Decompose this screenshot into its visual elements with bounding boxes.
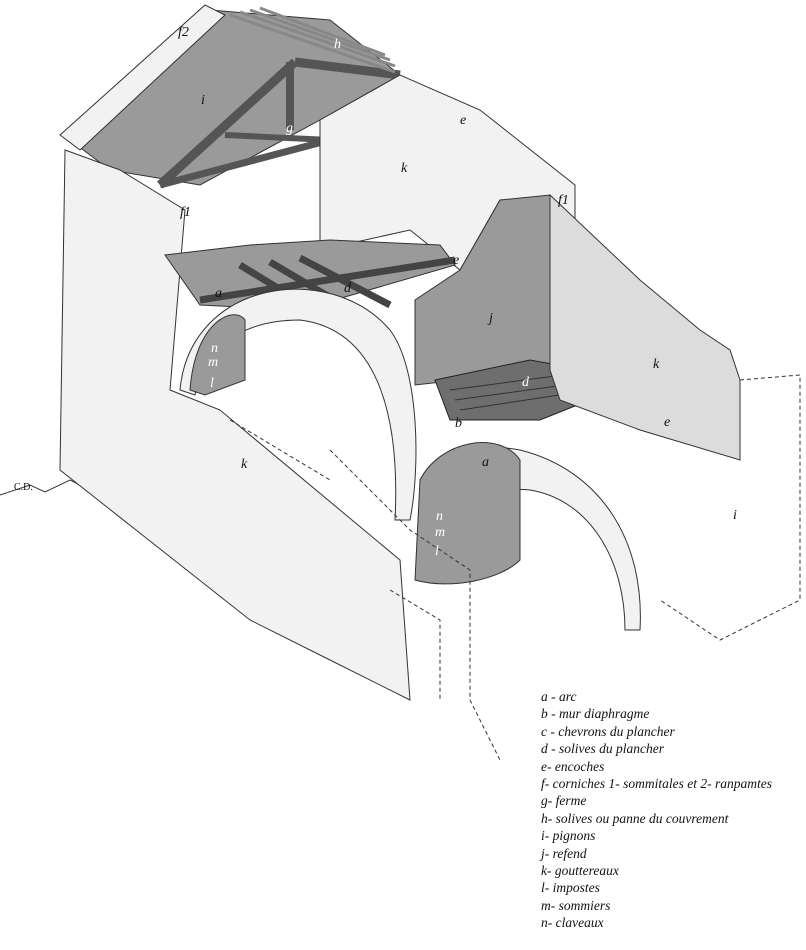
upper-arch: [179, 288, 417, 521]
label-e-mid: e: [453, 253, 459, 268]
author-credit: C.D.: [14, 482, 33, 493]
legend-item: c - chevrons du plancher: [541, 723, 675, 739]
label-k-top: k: [401, 161, 408, 176]
label-f1-left: f1: [180, 205, 191, 220]
label-l-lower: l: [435, 544, 439, 559]
gable-cornice: [59, 4, 226, 151]
label-k-front: k: [241, 457, 248, 472]
legend-item: b - mur diaphragme: [541, 706, 650, 722]
drawing-labels: f2 h i g e k f1 f1 e a d j n m l k d e b…: [178, 25, 737, 559]
legend-item: m- sommiers: [541, 897, 611, 913]
legend-item: d - solives du plancher: [541, 741, 664, 757]
legend-item: l- impostes: [541, 880, 600, 896]
roof-purlins: [229, 6, 396, 74]
label-i-right: i: [733, 508, 737, 523]
legend-item: f- corniches 1- sommitales et 2- ranpamt…: [541, 776, 772, 792]
legend-item: h- solives ou panne du couvrement: [541, 810, 729, 826]
legend-item: g- ferme: [541, 793, 587, 809]
legend-item: e- encoches: [541, 758, 605, 774]
label-f1-right: f1: [558, 193, 569, 208]
label-e-right: e: [664, 415, 670, 430]
legend-item: k- gouttereaux: [541, 863, 619, 879]
lower-gutter-wall: [549, 193, 741, 461]
label-a-upper: a: [215, 286, 222, 301]
label-m-upper: m: [208, 355, 218, 370]
legend-item: i- pignons: [541, 828, 596, 844]
upper-arch-void: [189, 314, 246, 396]
lower-arch-void: [414, 442, 521, 585]
label-e-top: e: [460, 113, 466, 128]
label-n-lower: n: [436, 509, 443, 524]
label-g: g: [286, 121, 293, 136]
label-n-upper: n: [211, 341, 218, 356]
legend-item: j- refend: [541, 845, 587, 861]
label-b: b: [455, 416, 462, 431]
label-j: j: [487, 311, 493, 326]
label-m-lower: m: [435, 525, 445, 540]
legend: a - arc b - mur diaphragme c - chevrons …: [541, 688, 772, 932]
label-k-right: k: [653, 357, 660, 372]
label-a-lower: a: [482, 455, 489, 470]
label-d-lower: d: [522, 375, 530, 390]
label-f2: f2: [178, 25, 189, 40]
label-d-upper: d: [344, 281, 352, 296]
label-l-upper: l: [210, 376, 214, 391]
roof-truss: [156, 57, 401, 189]
label-h: h: [334, 37, 341, 52]
legend-item: a - arc: [541, 689, 577, 704]
dashed-outline: [229, 374, 801, 761]
legend-item: n- claveaux: [541, 915, 604, 931]
label-i-top: i: [201, 93, 205, 108]
left-front-wall: [59, 149, 411, 701]
